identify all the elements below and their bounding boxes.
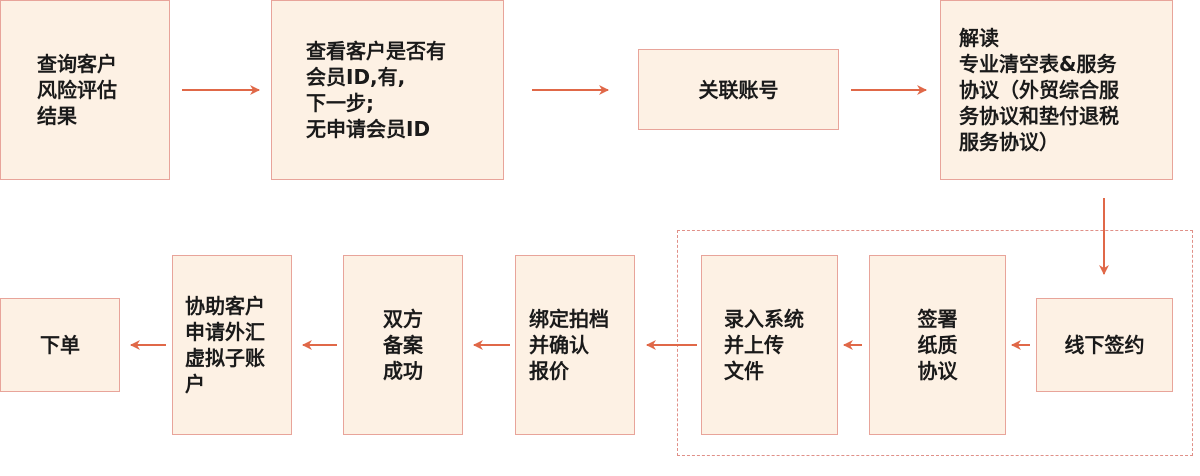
step-label: 绑定拍档 并确认 报价 bbox=[529, 307, 609, 383]
step-check-member-id: 查看客户是否有 会员ID,有, 下一步; 无申请会员ID bbox=[271, 0, 504, 180]
step-query-risk-assessment: 查询客户 风险评估 结果 bbox=[0, 0, 170, 180]
step-offline-signing: 线下签约 bbox=[1036, 298, 1173, 392]
step-label: 查看客户是否有 会员ID,有, 下一步; 无申请会员ID bbox=[306, 39, 446, 141]
step-label: 下单 bbox=[40, 333, 80, 357]
step-label: 签署 纸质 协议 bbox=[917, 307, 958, 383]
step-link-account: 关联账号 bbox=[638, 49, 839, 130]
step-read-agreements: 解读 专业清空表&服务 协议（外贸综合服 务协议和垫付退税 服务协议） bbox=[940, 0, 1173, 180]
step-bind-forwarder-quote: 绑定拍档 并确认 报价 bbox=[515, 255, 635, 435]
step-enter-system-upload: 录入系统 并上传 文件 bbox=[701, 255, 838, 435]
step-label: 协助客户 申请外汇 虚拟子账 户 bbox=[185, 294, 265, 396]
step-place-order: 下单 bbox=[0, 298, 120, 392]
step-label: 查询客户 风险评估 结果 bbox=[37, 52, 117, 128]
step-label: 线下签约 bbox=[1064, 333, 1145, 357]
step-label: 双方 备案 成功 bbox=[383, 307, 423, 383]
offline-signing-group bbox=[677, 230, 1193, 456]
step-assist-fx-subaccount: 协助客户 申请外汇 虚拟子账 户 bbox=[172, 255, 292, 435]
step-label: 关联账号 bbox=[698, 77, 779, 102]
step-label: 解读 专业清空表&服务 协议（外贸综合服 务协议和垫付退税 服务协议） bbox=[959, 26, 1119, 154]
step-sign-paper-agreement: 签署 纸质 协议 bbox=[869, 255, 1006, 435]
step-both-filed: 双方 备案 成功 bbox=[343, 255, 463, 435]
step-label: 录入系统 并上传 文件 bbox=[724, 307, 804, 383]
